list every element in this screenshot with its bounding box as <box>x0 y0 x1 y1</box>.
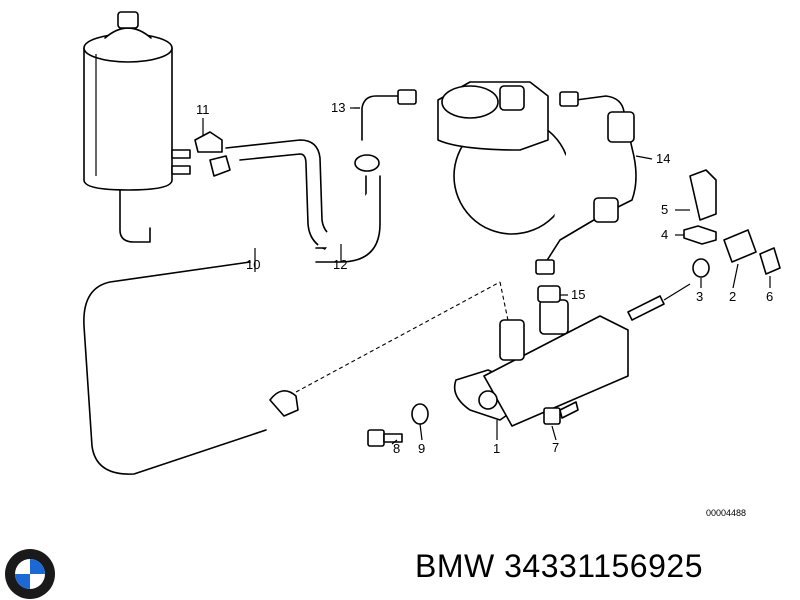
callout-6: 6 <box>766 289 773 304</box>
callout-2: 2 <box>729 289 736 304</box>
part-9-nut <box>411 403 429 425</box>
small-parts-2-6 <box>683 169 781 278</box>
hose-12 <box>315 154 381 263</box>
pipe-14 <box>535 91 637 275</box>
callout-1: 1 <box>493 441 500 456</box>
bmw-logo <box>5 549 55 599</box>
callout-5: 5 <box>661 202 668 217</box>
fluid-reservoir <box>83 11 191 243</box>
callout-13: 13 <box>331 100 345 115</box>
pressure-accumulator <box>437 81 571 235</box>
reference-number: 00004488 <box>706 508 746 518</box>
callout-12: 12 <box>333 257 347 272</box>
callout-9: 9 <box>418 441 425 456</box>
part-15-fitting <box>537 285 561 303</box>
part-8-bolt <box>367 429 403 447</box>
callout-11: 11 <box>196 102 210 117</box>
callout-14: 14 <box>656 151 670 166</box>
part-number-caption: BMW 34331156925 <box>415 548 703 584</box>
hose-clamp <box>269 390 299 417</box>
callout-8: 8 <box>393 441 400 456</box>
callout-3: 3 <box>696 289 703 304</box>
part-11-clamp <box>194 118 231 177</box>
callout-4: 4 <box>661 227 668 242</box>
clutch-cylinder-1 <box>453 283 691 427</box>
pipe-13 <box>354 89 417 141</box>
callout-7: 7 <box>552 440 559 455</box>
hose-10 <box>83 139 351 475</box>
callout-15: 15 <box>571 287 585 302</box>
callout-10: 10 <box>246 257 260 272</box>
part-7-bolt <box>543 401 579 425</box>
